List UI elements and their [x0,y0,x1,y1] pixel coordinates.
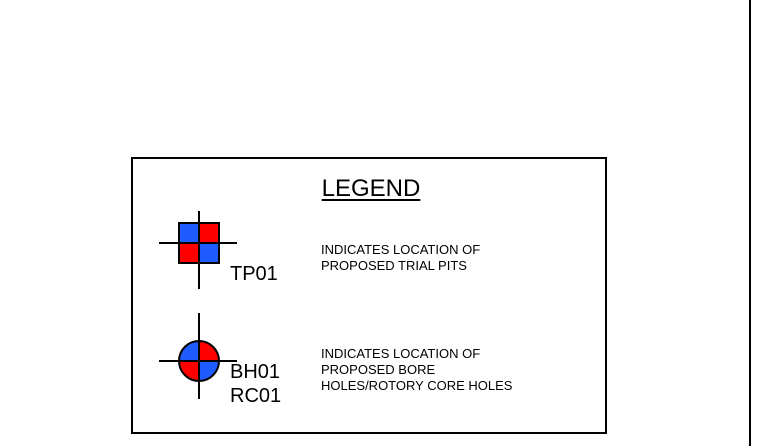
trial-pit-symbol-icon [157,211,257,311]
legend-title: LEGEND [321,175,421,202]
trial-pit-description-line: PROPOSED TRIAL PITS [321,258,467,273]
rotary-core-code: RC01 [230,385,282,407]
drawing-border-line [749,0,751,446]
trial-pit-description-line: INDICATES LOCATION OF [321,242,481,257]
legend-box: LEGEND TP01 INDICATES LOCATION OF PROPOS… [131,157,607,434]
bore-hole-description-line: INDICATES LOCATION OF [321,346,481,361]
bore-hole-symbol-icon [157,313,257,413]
bore-hole-description-line: HOLES/ROTORY CORE HOLES [321,378,513,393]
trial-pit-code: TP01 [230,263,278,285]
bore-hole-description-line: PROPOSED BORE [321,362,436,377]
bore-hole-code: BH01 [230,361,281,383]
